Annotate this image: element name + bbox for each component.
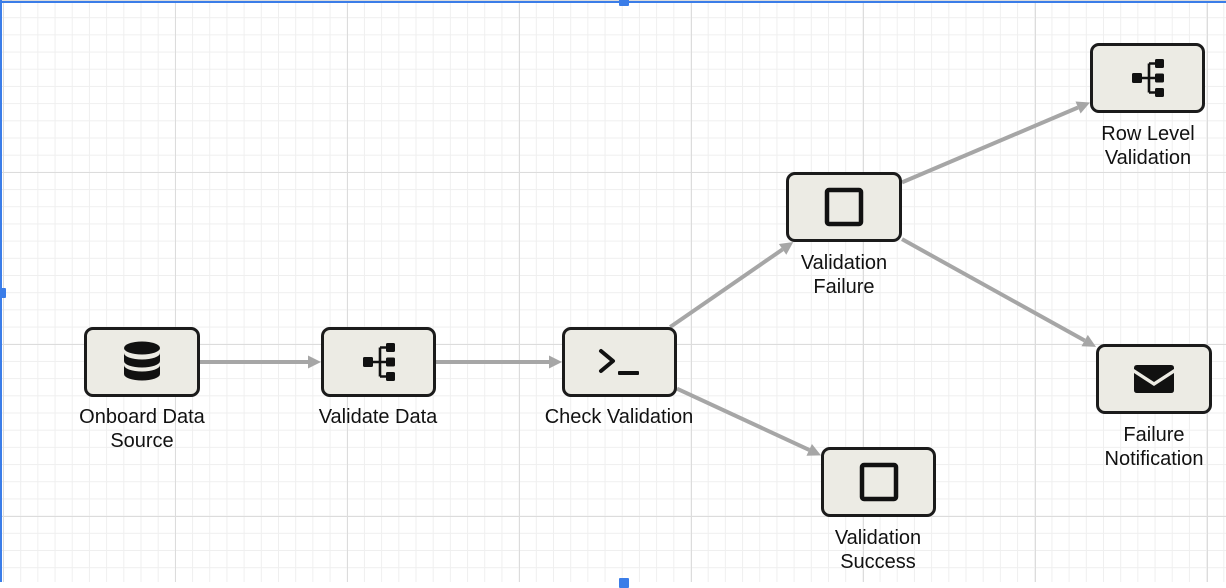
node-check-validation[interactable] [562,327,677,397]
node-validate-data[interactable] [321,327,436,397]
selection-border-top [0,1,1226,3]
node-label-onboard: Onboard Data Source [79,406,205,452]
hierarchy-icon [1131,58,1165,98]
terminal-icon [598,346,642,378]
arrowhead-check-to-success [806,443,821,456]
square-icon [824,187,864,227]
selection-handle-left[interactable] [0,288,6,298]
edge-check-to-success[interactable] [676,386,811,452]
node-row-level-validation[interactable] [1090,43,1205,113]
square-icon [859,462,899,502]
edge-check-to-failure[interactable] [669,247,784,329]
edge-failure-to-notify[interactable] [901,237,1086,343]
node-validation-success[interactable] [821,447,936,517]
arrowhead-validate-to-check [549,355,562,369]
node-label-check: Check Validation [544,406,694,428]
arrowhead-failure-to-rowlevel [1075,101,1090,114]
node-label-failure: Validation Failure [800,252,888,298]
hierarchy-icon [362,342,396,382]
edge-failure-to-rowlevel[interactable] [901,105,1079,185]
selection-handle-top[interactable] [619,0,629,6]
node-label-validate: Validate Data [318,406,438,428]
node-failure-notification[interactable] [1096,344,1212,414]
mail-icon [1132,363,1176,395]
arrowhead-onboard-to-validate [308,355,321,369]
arrowhead-failure-to-notify [1081,334,1096,347]
node-validation-failure[interactable] [786,172,902,242]
node-label-notify: Failure Notification [1104,424,1204,470]
node-label-rowlevel: Row Level Validation [1101,123,1195,169]
node-onboard-data-source[interactable] [84,327,200,397]
arrowhead-check-to-failure [778,242,794,255]
database-icon [122,341,162,383]
node-label-success: Validation Success [834,527,922,573]
